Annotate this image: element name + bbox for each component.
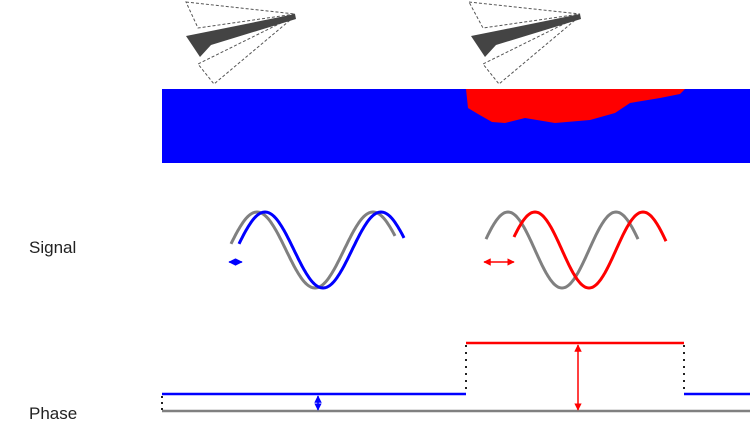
left-signal	[228, 210, 406, 290]
shifted-wave	[237, 210, 406, 290]
phase-label: Phase	[29, 404, 78, 423]
phase-plot	[161, 341, 750, 413]
cantilever-tip-icon	[185, 1, 296, 85]
right-signal	[483, 210, 668, 290]
reference-wave	[484, 210, 640, 290]
signal-label: Signal	[29, 238, 77, 257]
shifted-wave	[512, 210, 668, 290]
domain-region	[466, 89, 685, 123]
cantilever-tip-icon	[468, 1, 581, 85]
reference-wave	[229, 210, 397, 290]
sample-surface	[162, 89, 750, 163]
